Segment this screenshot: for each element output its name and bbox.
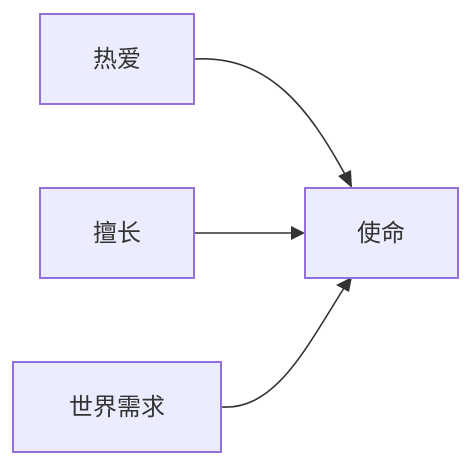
node-passion: 热爱	[39, 13, 195, 105]
node-passion-label: 热爱	[93, 45, 141, 73]
arrow-head-passion-mission	[338, 170, 352, 188]
node-mission-label: 使命	[357, 219, 405, 247]
edges	[194, 58, 352, 408]
node-world-need-label: 世界需求	[69, 393, 165, 421]
node-mission-box	[304, 187, 459, 279]
node-mission: 使命	[304, 187, 459, 279]
arrow-head-skill-mission	[291, 226, 305, 240]
node-skill-label: 擅长	[93, 219, 141, 247]
node-passion-box	[39, 13, 195, 105]
node-skill: 擅长	[39, 187, 195, 279]
arrow-head-world-need-mission	[336, 277, 352, 292]
node-world-need: 世界需求	[12, 361, 222, 453]
edge-world-need-to-mission	[221, 287, 345, 408]
edge-passion-to-mission	[194, 58, 348, 179]
node-world-need-box	[12, 361, 222, 453]
node-skill-box	[39, 187, 195, 279]
